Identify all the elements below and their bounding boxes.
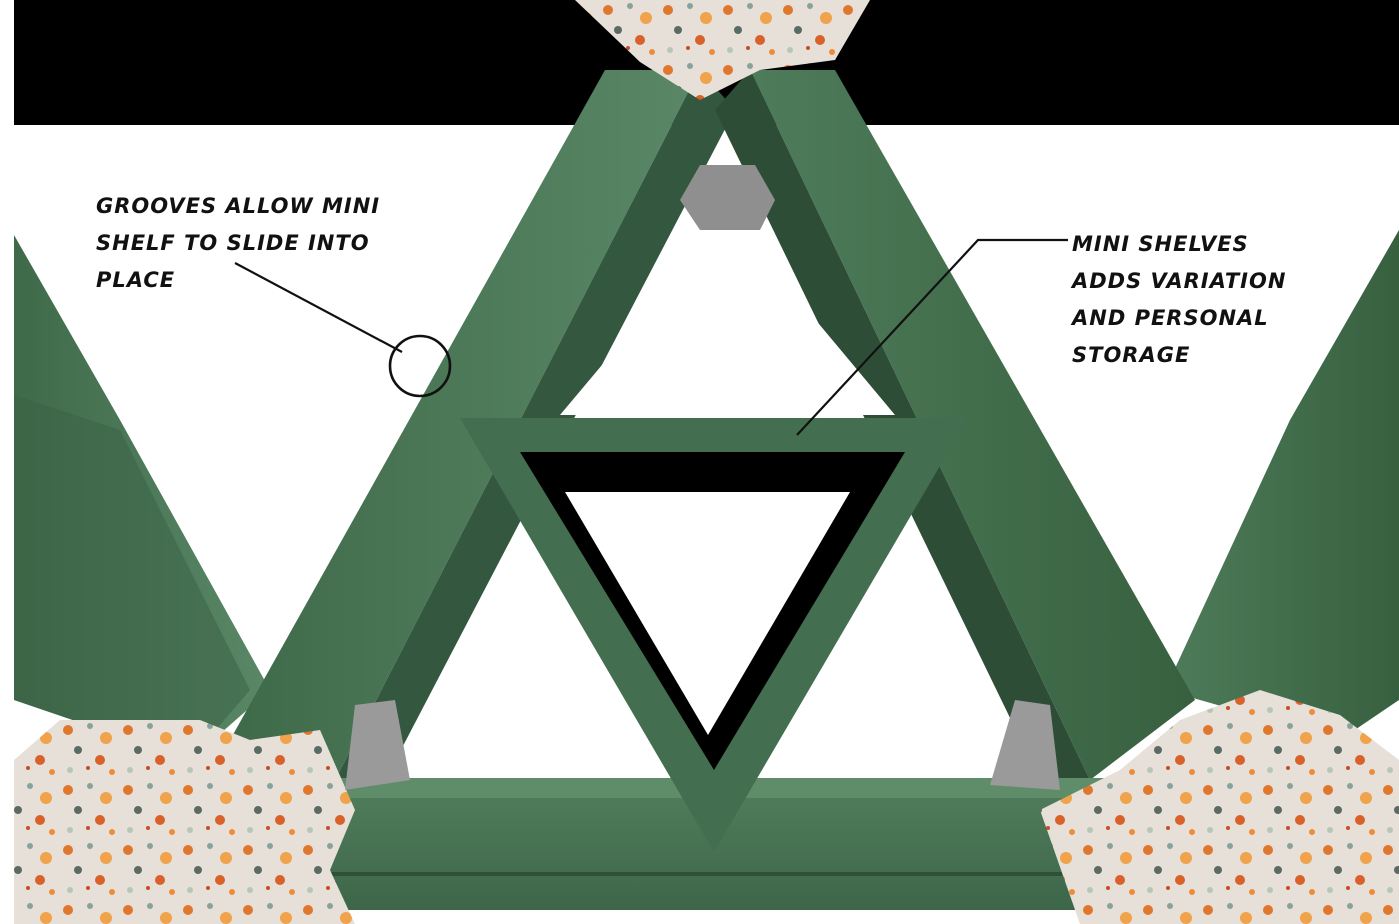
grooves-annotation: Grooves allow mini shelf to slide into p… bbox=[96, 188, 380, 299]
grooves-annotation-line-1: Grooves allow mini bbox=[96, 188, 380, 225]
mini-shelves-annotation-line-3: and Personal bbox=[1072, 300, 1286, 337]
mini-shelves-annotation-line-4: storage bbox=[1072, 337, 1286, 374]
grooves-annotation-line-3: place bbox=[96, 262, 380, 299]
mini-shelves-annotation-line-1: Mini Shelves bbox=[1072, 226, 1286, 263]
connector-bottom-left bbox=[14, 720, 355, 924]
mini-shelves-annotation: Mini Shelves Adds variation and Personal… bbox=[1072, 226, 1286, 374]
mini-shelves-annotation-line-2: Adds variation bbox=[1072, 263, 1286, 300]
grooves-annotation-line-2: shelf to slide into bbox=[96, 225, 380, 262]
left-edge bbox=[0, 0, 14, 924]
bracket-right bbox=[990, 700, 1060, 790]
